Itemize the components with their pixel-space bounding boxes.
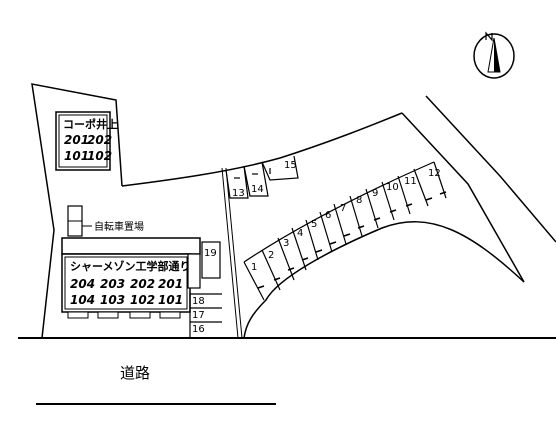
bicycle-parking-label: 自転車置場 [94,220,144,233]
building-name: コーポ井上 [63,117,118,131]
road-label: 道路 [120,364,150,382]
road [18,337,556,405]
parking-space-18: 18 [192,296,205,307]
north-arrow-icon [473,31,515,79]
unit-label: 202 [87,133,112,147]
unit-label: 201 [158,277,183,291]
building-name: シャーメゾン工学部通り [70,259,191,273]
parking-space-4: 4 [297,228,303,239]
building-sha-maison: シャーメゾン工学部通り 204 203 202 201 104 103 102 … [61,237,201,319]
unit-label: 203 [100,277,125,291]
parking-space-8: 8 [356,195,362,206]
parking-space-1: 1 [251,262,257,273]
unit-label: 103 [100,293,125,307]
parking-space-2: 2 [268,250,274,261]
parking-spaces-16-18 [189,292,222,338]
unit-label: 101 [64,149,89,163]
parking-space-11: 11 [404,176,417,187]
unit-label: 202 [130,277,155,291]
unit-label: 204 [70,277,95,291]
parking-space-7: 7 [340,203,346,214]
parking-space-10: 10 [386,182,399,193]
svg-text:19: 19 [204,248,217,259]
parking-space-6: 6 [325,210,331,221]
unit-label: 102 [130,293,155,307]
parking-space-17: 17 [192,310,205,321]
unit-label: 102 [87,149,112,163]
parking-space-14: 14 [251,184,264,195]
building-corpo-inoue: コーポ井上 201 202 101 102 [55,111,118,171]
bicycle-parking: 自転車置場 [67,205,144,237]
parking-space-19: 19 [201,241,221,279]
parking-space-13: 13 [232,188,245,199]
driveway-lines [221,167,243,339]
parking-space-9: 9 [372,188,378,199]
site-boundary [31,83,556,339]
unit-label: 201 [64,133,89,147]
parking-spaces-1-12 [243,161,447,301]
parking-space-5: 5 [311,219,317,230]
parking-wheel-stops [257,191,447,289]
parking-space-16: 16 [192,324,205,335]
parking-space-12: 12 [428,168,441,179]
parking-spaces-13-15 [225,155,299,199]
unit-label: 101 [158,293,183,307]
parking-space-3: 3 [283,238,289,249]
parking-space-15: 15 [284,160,297,171]
unit-label: 104 [70,293,95,307]
